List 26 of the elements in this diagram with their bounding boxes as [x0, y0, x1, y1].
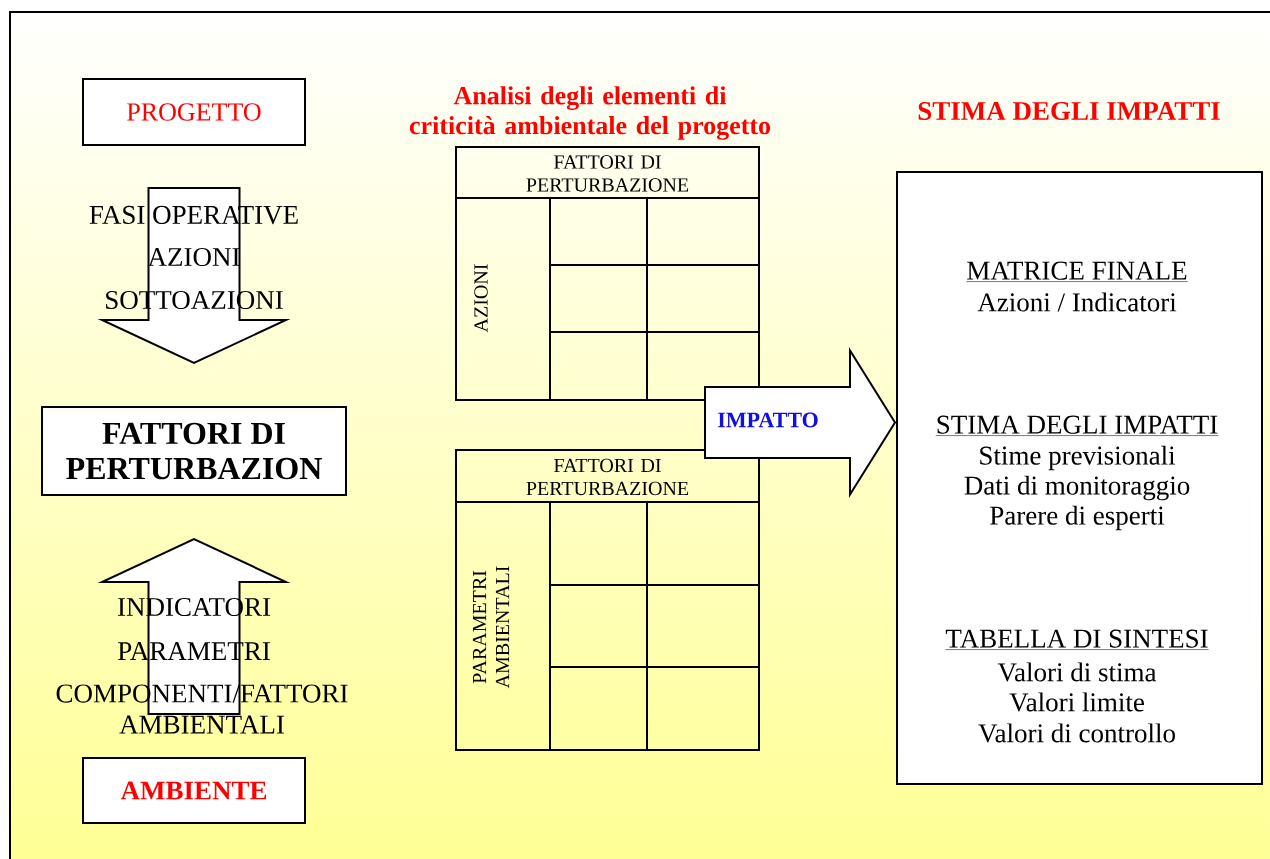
section-heading: STIMA DEGLI IMPATTI: [935, 415, 1219, 436]
text-box: PROGETTO: [82, 78, 306, 146]
row-header: AZIONI: [474, 264, 488, 333]
block-arrow: [704, 347, 897, 498]
section-heading: TABELLA DI SINTESI: [945, 629, 1209, 650]
list-item: Stime previsionali: [980, 445, 1176, 471]
edge-label: IMPATTO: [718, 412, 818, 428]
list-item: Dati di monitoraggio: [964, 475, 1190, 501]
matrix-table: [455, 449, 760, 751]
section-heading: MATRICE FINALE: [966, 261, 1188, 282]
matrix-table: [455, 146, 760, 401]
heading-text: STIMA DEGLI IMPATTI: [918, 101, 1220, 121]
row-header: PARAMETRI AMBIENTALI: [472, 566, 510, 689]
column-header: FATTORI DI PERTURBAZIONE: [526, 155, 689, 192]
block-arrow: [97, 187, 291, 365]
list-item: Valori di stima: [997, 662, 1157, 682]
list-item: Valori di controllo: [978, 723, 1175, 743]
block-arrow: [97, 537, 291, 715]
list-item: Azioni / Indicatori: [977, 292, 1177, 312]
results-panel: [896, 171, 1263, 785]
arrow-caption: AZIONI: [147, 247, 240, 267]
text-box: AMBIENTE: [82, 757, 306, 824]
list-item: Parere di esperti: [990, 505, 1165, 531]
list-item: Valori limite: [1009, 692, 1144, 712]
text-box: FATTORI DI PERTURBAZION: [41, 406, 347, 496]
column-header: FATTORI DI PERTURBAZIONE: [526, 458, 689, 496]
